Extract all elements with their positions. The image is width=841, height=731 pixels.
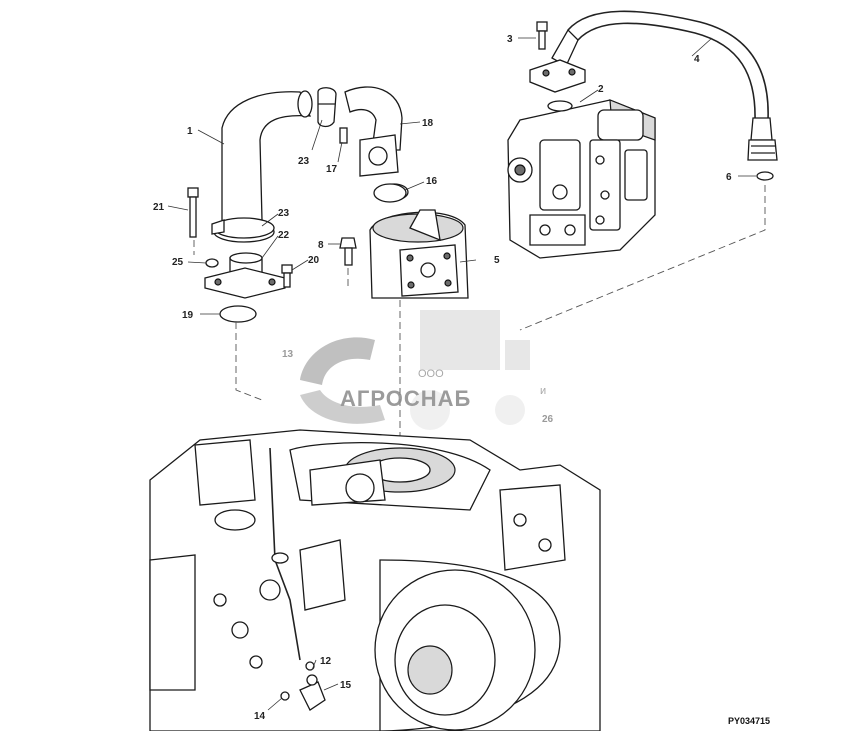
callout-labels: 1 2 3 4 5 6 8 12 13 14 15 16 17 18 19 20… (153, 34, 732, 722)
bolt-20 (281, 264, 293, 288)
callout-20: 20 (308, 255, 320, 266)
callout-5: 5 (494, 255, 500, 266)
callout-13: 13 (282, 349, 294, 360)
callout-26: 26 (542, 414, 554, 425)
tube-nut (271, 552, 289, 564)
o-ring-6 (756, 171, 774, 181)
filter-housing-5 (369, 183, 469, 299)
flange-fitting (529, 59, 586, 112)
callout-3: 3 (507, 34, 513, 45)
bolt-3 (536, 21, 548, 50)
watermark-company-type: ООО (418, 368, 444, 380)
callout-8: 8 (318, 240, 324, 251)
transmission-housing (149, 429, 601, 731)
callout-15: 15 (340, 680, 352, 691)
hose-clamp-23-upper (317, 87, 337, 128)
callout-12: 12 (320, 656, 332, 667)
callout-19: 19 (182, 310, 194, 321)
callout-21: 21 (153, 202, 165, 213)
o-ring-19 (219, 305, 257, 323)
hose-4 (551, 10, 778, 161)
bolt-8 (339, 237, 357, 266)
callout-leaders (167, 37, 756, 711)
watermark-brand: АГРОСНАБ (340, 386, 471, 411)
watermark-logo: ООО АГРОСНАБ и (300, 310, 546, 430)
washer-25 (205, 258, 219, 268)
watermark-suffix: и (540, 385, 546, 397)
callout-16: 16 (426, 176, 438, 187)
o-ring-16 (373, 183, 407, 203)
callout-18: 18 (422, 118, 434, 129)
callout-14: 14 (254, 711, 266, 722)
figure-code: PY034715 (728, 716, 770, 726)
callout-2: 2 (598, 84, 604, 95)
hydraulic-pump-2 (507, 99, 656, 259)
callout-22: 22 (278, 230, 290, 241)
dipstick-tube (269, 447, 301, 661)
callout-17: 17 (326, 164, 338, 175)
callout-25: 25 (172, 257, 184, 268)
hose-clamp-23-lower (211, 217, 275, 243)
fitting-15 (299, 674, 326, 711)
callout-1: 1 (187, 126, 193, 137)
callout-6: 6 (726, 172, 732, 183)
callout-23-upper: 23 (298, 156, 310, 167)
washer-14 (280, 691, 290, 701)
flange-plate (204, 267, 286, 299)
elbow-hose-18 (344, 86, 403, 177)
assembly-guide-lines (193, 185, 766, 440)
callout-23-lower: 23 (278, 208, 290, 219)
callout-4: 4 (694, 54, 700, 65)
hose-1 (221, 90, 313, 223)
screw-17 (339, 127, 348, 144)
bolt-21 (187, 187, 199, 238)
